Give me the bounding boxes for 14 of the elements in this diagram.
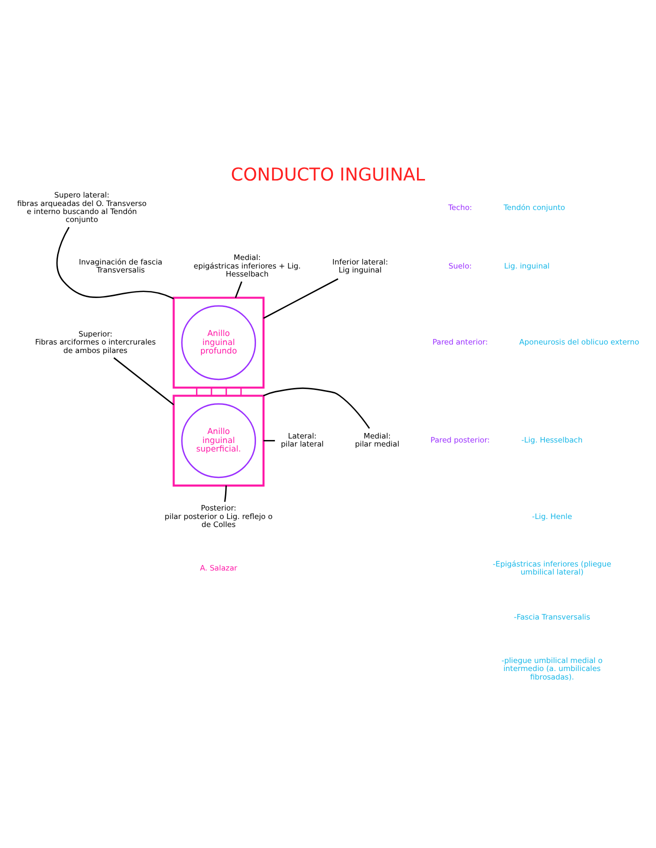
cluster [172, 394, 265, 487]
connector [196, 388, 198, 396]
node-circle: Anillo inguinal superficial. [181, 403, 256, 478]
connector [56, 226, 174, 300]
cluster [172, 296, 265, 389]
connector [224, 486, 227, 502]
connector [113, 357, 174, 406]
node-circle: Anillo inguinal profundo [181, 305, 256, 380]
connector [234, 281, 242, 298]
connector [226, 388, 227, 396]
connector [263, 387, 370, 429]
connector [263, 278, 338, 319]
connector [264, 440, 275, 442]
diagram-title: CONDUCTO INGUINAL [230, 166, 426, 186]
